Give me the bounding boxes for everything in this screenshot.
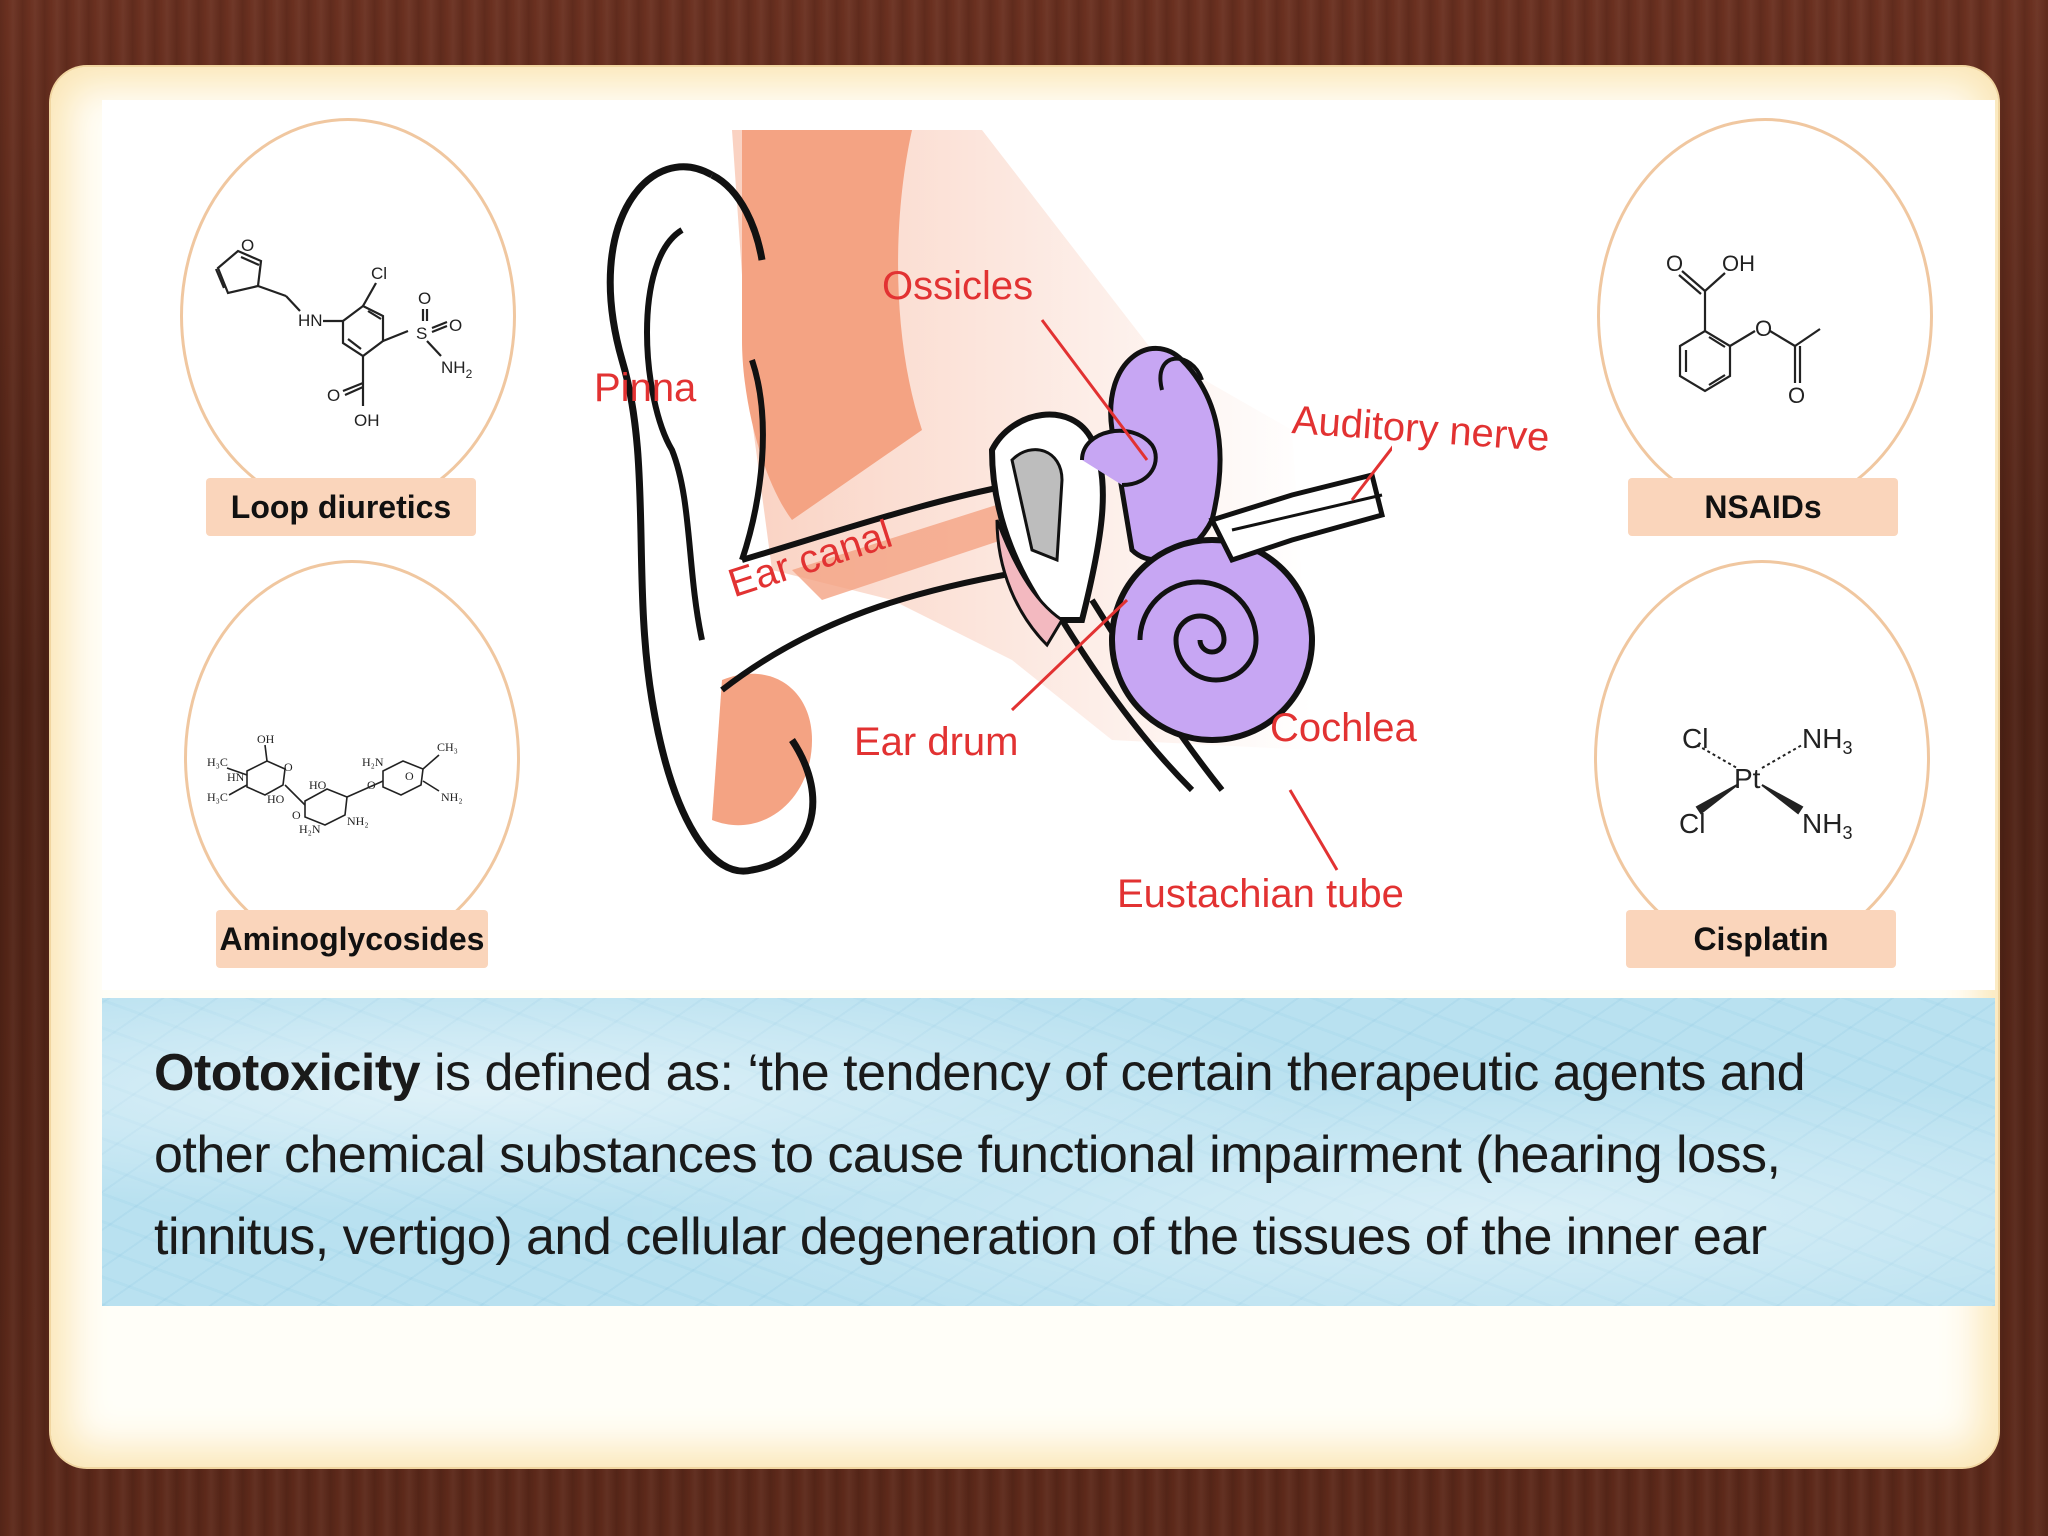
atom-label: O [284,760,293,774]
eustachian-tube-upper [1059,618,1195,793]
cisplatin-tag: Cisplatin [1626,910,1896,968]
atom-label: O [292,808,301,822]
pinna-rim [710,171,766,261]
definition-banner: Ototoxicity is defined as: ‘the tendency… [102,998,1995,1306]
definition-text: Ototoxicity is defined as: ‘the tendency… [154,1032,1954,1278]
definition-line-2: other chemical substances to cause funct… [154,1126,1781,1184]
ear-anatomy-diagram [606,130,1392,875]
atom-label: S [416,324,427,343]
earlobe-shape [712,673,812,826]
nsaids-tag: NSAIDs [1628,478,1898,536]
ear-canal-fill [792,500,1032,600]
atom-label: Pt [1734,763,1761,794]
ear-drum-pointer [1010,598,1129,712]
pinna-outline [606,163,817,875]
pinna-inner [644,227,705,641]
loop-diuretics-circle: O Cl HN O S O NH2 O OH [180,118,516,514]
label-eustachian-tube: Eustachian tube [1117,872,1404,916]
cisplatin-structure: Cl NH3 Pt Cl NH3 [1679,723,1852,843]
definition-line-1: Ototoxicity is defined as: ‘the tendency… [154,1032,1954,1114]
aspirin-structure: O OH O O [1666,251,1821,408]
atom-label: O [405,769,414,783]
definition-line-3: tinnitus, vertigo) and cellular degenera… [154,1208,1767,1266]
atom-label: NH₂ [347,814,369,828]
definition-term: Ototoxicity [154,1044,421,1102]
atom-label: H₃C [207,755,228,769]
atom-label: NH2 [441,358,473,381]
ear-drum-shape [995,519,1065,648]
aminoglycoside-structure: OH H₃C HN H₃C O HO HO O H₂N NH₂ H₂N O CH… [207,732,463,836]
nerve-fiber [1231,493,1383,532]
atom-label: O [1788,383,1805,408]
atom-label: NH3 [1802,808,1852,843]
tag-label: Cisplatin [1693,920,1829,957]
atom-label: O [1755,316,1772,341]
atom-label: HN [227,770,245,784]
ossicles-pointer [1040,319,1149,461]
outer-ear-shape [742,130,922,520]
atom-label: CH₃ [437,740,458,754]
atom-label: Cl [1679,808,1705,839]
atom-label: Cl [1682,723,1708,754]
cisplatin-circle: Cl NH3 Pt Cl NH3 [1594,560,1930,956]
cochlea-shape [1109,537,1315,743]
atom-label: OH [257,732,275,746]
ossicles-shape [1010,448,1064,563]
label-pinna: Pinna [594,366,697,410]
atom-label: H₂N [362,755,384,769]
atom-label: Cl [371,264,387,283]
definition-line-1-text: is defined as: ‘the tendency of certain … [420,1044,1806,1102]
loop-diuretics-tag: Loop diuretics [206,478,476,536]
tag-label: Aminoglycosides [219,920,485,957]
atom-label: HO [267,792,285,806]
atom-label: O [1666,251,1683,276]
ear-canal-lower [720,567,1033,693]
aminoglycosides-tag: Aminoglycosides [216,910,488,968]
atom-label: O [449,316,462,335]
eustachian-tube-pointer [1288,789,1339,871]
atom-label: O [241,236,254,255]
atom-label: H₃C [207,790,228,804]
canal-loop [1158,356,1204,391]
label-ear-drum: Ear drum [854,720,1019,764]
atom-label: HO [309,778,327,792]
canal-loop-front [1080,428,1158,487]
aminoglycosides-circle: OH H₃C HN H₃C O HO HO O H₂N NH₂ H₂N O CH… [184,560,520,956]
cochlea-spiral [1137,579,1259,683]
ear-canal-upper [741,482,1013,563]
nsaids-circle: O OH O O [1597,118,1933,514]
auditory-nerve-shape [1208,471,1386,564]
label-cochlea: Cochlea [1270,706,1417,750]
atom-label: O [327,386,340,405]
atom-label: H₂N [299,822,321,836]
atom-label: NH3 [1802,723,1852,758]
atom-label: HN [298,311,323,330]
label-ossicles: Ossicles [882,264,1034,308]
tag-label: Loop diuretics [230,488,452,525]
furosemide-structure: O Cl HN O S O NH2 O OH [214,236,473,430]
tag-label: NSAIDs [1704,488,1822,525]
auditory-nerve-pointer [1350,445,1392,501]
atom-label: O [418,289,431,308]
concha-edge [739,359,766,561]
atom-label: NH₂ [441,790,463,804]
atom-label: OH [1722,251,1755,276]
atom-label: O [367,778,376,792]
atom-label: OH [354,411,380,430]
slide-content: O Cl HN O S O NH2 O OH Loop diuretics [102,100,1995,990]
